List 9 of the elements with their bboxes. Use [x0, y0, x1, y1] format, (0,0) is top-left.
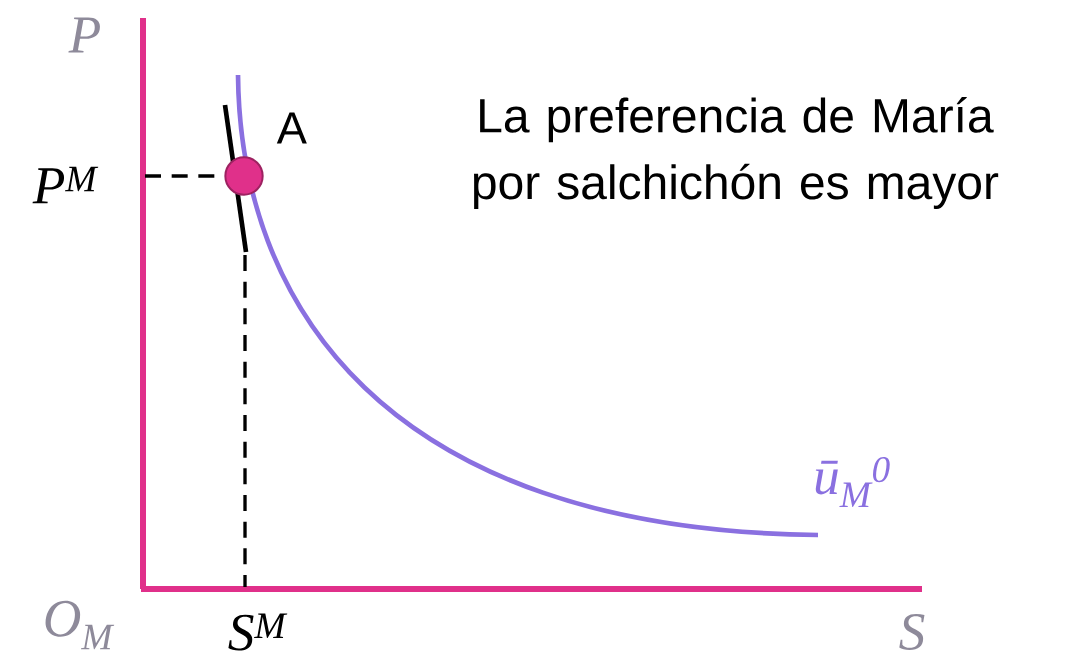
annotation-text: La preferencia de María por salchichón es mayor — [474, 97, 999, 209]
axis-value-label: P$^{M}$ — [32, 166, 99, 204]
axis-value-label: S$^{M}$ — [228, 613, 288, 651]
point — [224, 156, 264, 196]
origin-label: O$_{M}$ — [45, 600, 115, 650]
axis-label: S — [899, 614, 925, 650]
curve-label: ū$_{M}$0 — [815, 457, 890, 507]
axis-label: P — [68, 17, 100, 53]
point-label: A — [276, 112, 307, 144]
